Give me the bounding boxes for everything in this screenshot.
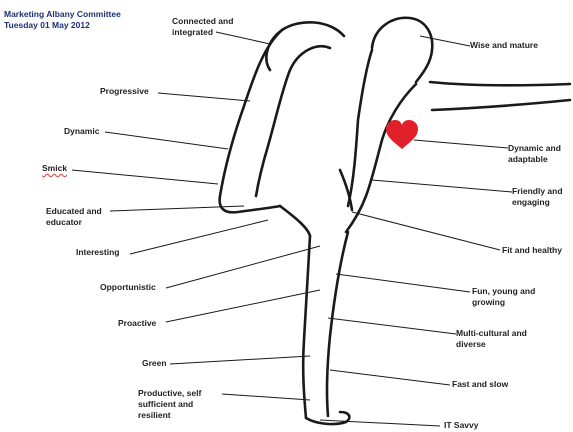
leader-line-fast-slow <box>330 370 450 385</box>
label-connected: Connected and integrated <box>172 16 256 38</box>
header-title: Marketing Albany Committee <box>4 9 121 20</box>
label-dynamic-adaptable: Dynamic and adaptable <box>508 143 572 165</box>
label-friendly: Friendly and engaging <box>512 186 572 208</box>
leader-line-fun <box>336 274 470 292</box>
label-fast-slow: Fast and slow <box>452 379 508 390</box>
leader-line-wise <box>420 36 470 46</box>
leader-line-fit <box>352 212 500 250</box>
standing-leg-front-outline <box>327 232 348 416</box>
label-multicultural: Multi-cultural and diverse <box>456 328 546 350</box>
standing-leg-back-outline <box>303 236 310 418</box>
label-progressive: Progressive <box>100 86 149 97</box>
label-green: Green <box>142 358 167 369</box>
leader-line-opportunistic <box>166 246 320 288</box>
leader-line-dynamic-adaptable <box>414 140 508 148</box>
leader-line-friendly <box>372 180 512 192</box>
label-productive: Productive, self sufficient and resilien… <box>138 388 228 421</box>
head-outline <box>372 18 432 82</box>
leader-line-productive <box>222 394 310 400</box>
leader-line-proactive <box>166 290 320 322</box>
label-fun: Fun, young and growing <box>472 286 558 308</box>
header-date: Tuesday 01 May 2012 <box>4 20 90 31</box>
torso-front-outline <box>346 84 416 232</box>
label-proactive: Proactive <box>118 318 156 329</box>
label-opportunistic: Opportunistic <box>100 282 156 293</box>
leader-line-dynamic-left <box>105 132 228 149</box>
label-it-savvy: IT Savvy <box>444 420 479 431</box>
raised-leg-inner-outline <box>256 46 330 196</box>
hand-outline <box>266 30 282 70</box>
hip-outline <box>280 206 310 236</box>
label-wise: Wise and mature <box>470 40 538 51</box>
raised-leg-outer-outline <box>220 22 344 212</box>
leader-line-interesting <box>130 220 268 254</box>
leader-line-green <box>170 356 310 364</box>
label-smick: Smick <box>42 163 67 174</box>
label-fit: Fit and healthy <box>502 245 562 256</box>
right-arm-lower-outline <box>432 100 570 110</box>
heart-icon <box>386 120 418 149</box>
label-educated: Educated and educator <box>46 206 118 228</box>
label-dynamic-left: Dynamic <box>64 126 99 137</box>
label-interesting: Interesting <box>76 247 119 258</box>
leader-line-progressive <box>158 93 250 101</box>
back-shoulder-outline <box>348 50 372 206</box>
right-arm-upper-outline <box>430 82 570 85</box>
leader-line-smick <box>72 170 218 184</box>
leader-line-multicultural <box>328 318 456 334</box>
